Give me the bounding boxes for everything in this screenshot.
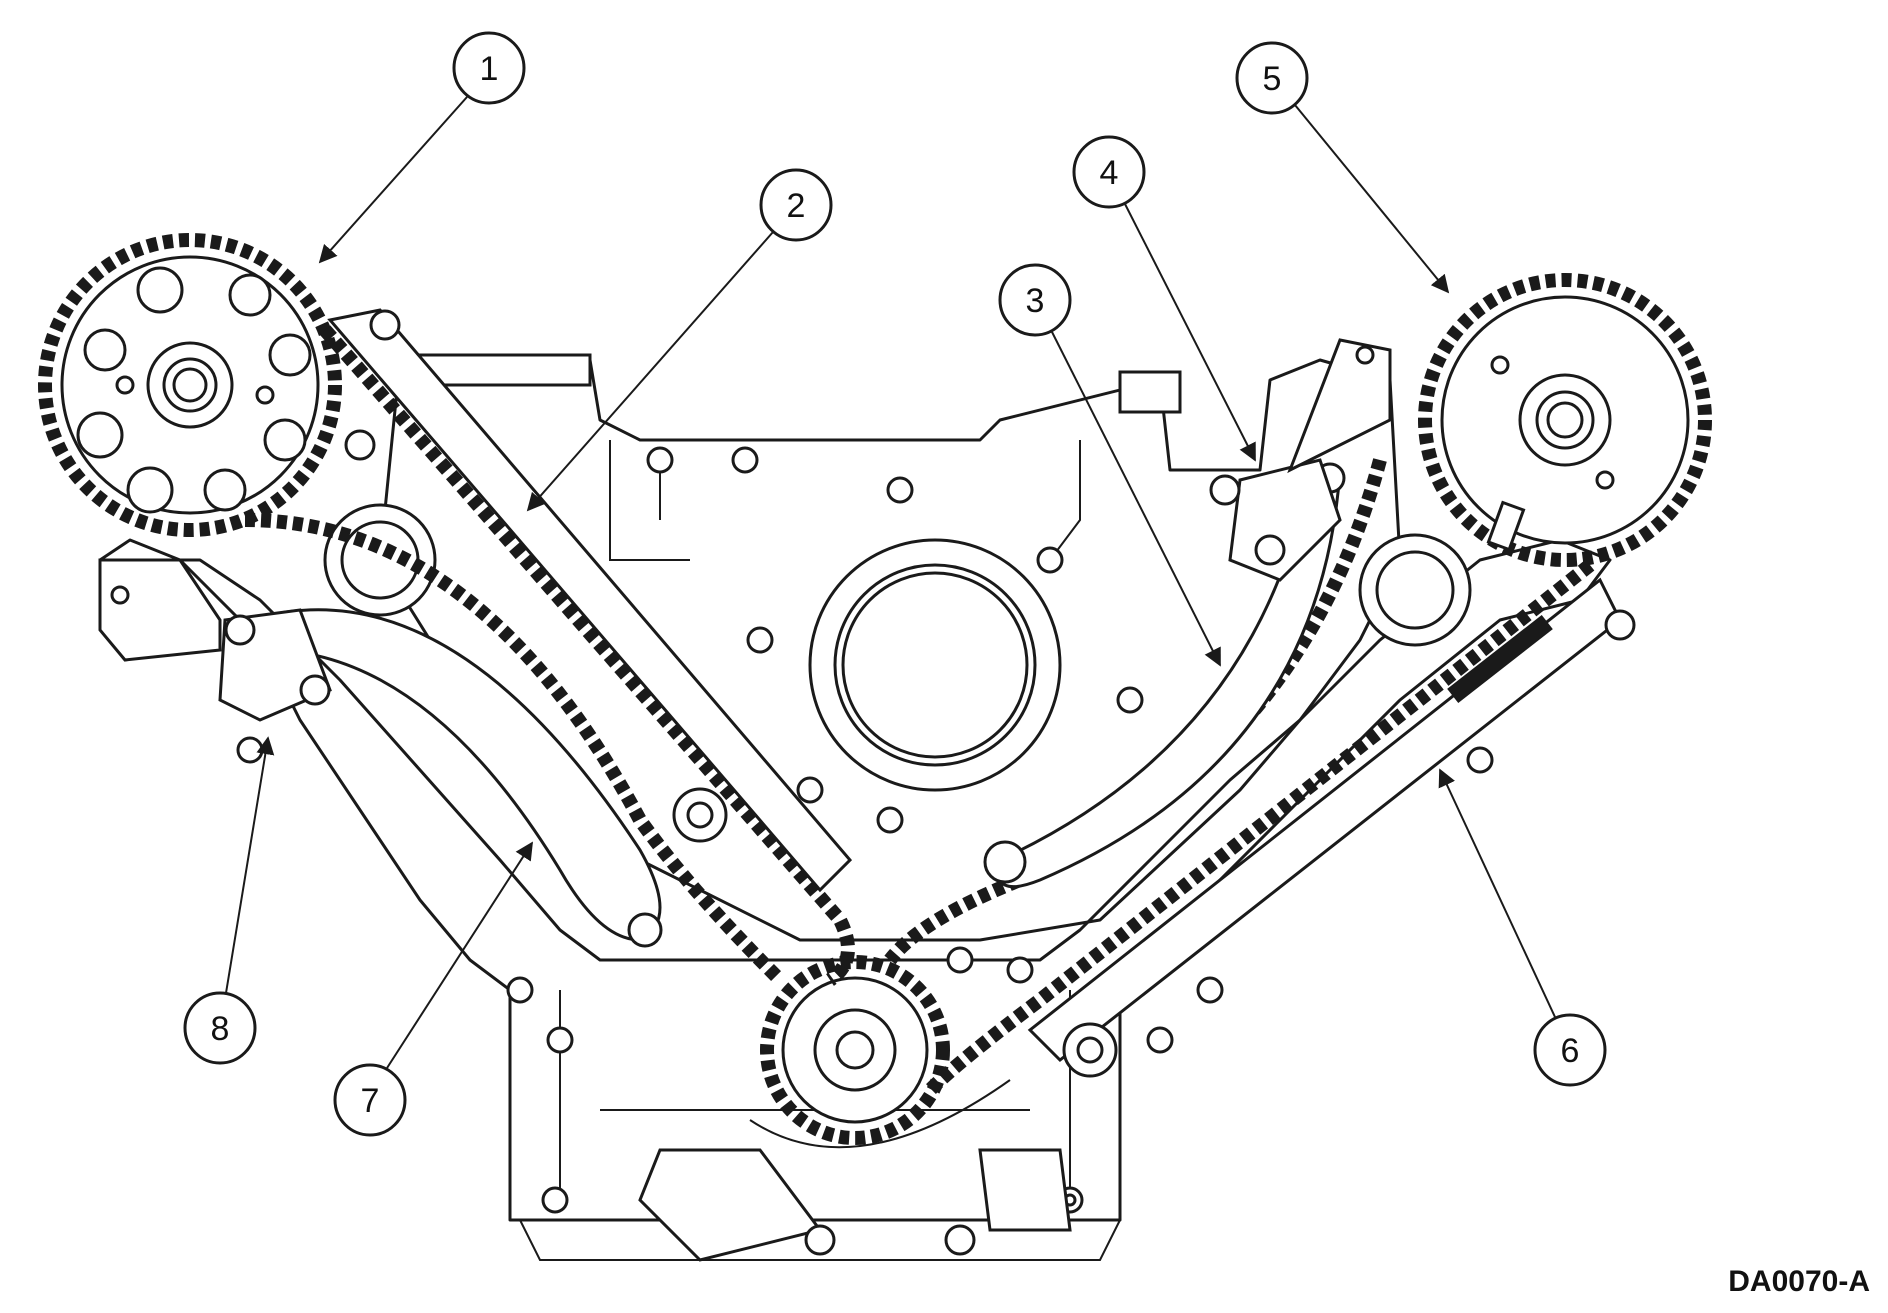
callout-2: 2 (526, 168, 833, 512)
callout-3-label: 3 (1026, 282, 1045, 320)
right-camshaft-sprocket (1418, 273, 1712, 567)
callout-6-label: 6 (1561, 1032, 1580, 1070)
bolt-holes (236, 446, 1494, 1214)
callout-8-label: 8 (211, 1010, 230, 1048)
right-chain-guide (1027, 577, 1636, 1078)
callout-1: 1 (318, 31, 526, 264)
center-bore (808, 538, 1062, 792)
callout-4-label: 4 (1100, 154, 1119, 192)
callout-7: 7 (333, 841, 533, 1137)
callout-4: 4 (1072, 135, 1256, 462)
callout-2-label: 2 (787, 187, 806, 225)
oil-pump-area (638, 1148, 1072, 1262)
callout-1-label: 1 (480, 50, 499, 88)
callout-8: 8 (183, 736, 275, 1065)
right-tensioner (1209, 338, 1392, 582)
left-tensioner-arm (248, 608, 663, 948)
figure-code: DA0070-A (1728, 1265, 1870, 1298)
callout-5: 5 (1235, 41, 1450, 294)
left-timing-chain (244, 325, 855, 986)
callout-3: 3 (998, 263, 1221, 667)
callout-6: 6 (1438, 768, 1607, 1087)
callout-7-label: 7 (361, 1082, 380, 1120)
callout-5-label: 5 (1263, 60, 1282, 98)
crankshaft-sprocket (749, 955, 1011, 1149)
left-chain-guide (327, 308, 853, 893)
left-camshaft-sprocket (38, 233, 342, 537)
left-tensioner (98, 558, 332, 722)
